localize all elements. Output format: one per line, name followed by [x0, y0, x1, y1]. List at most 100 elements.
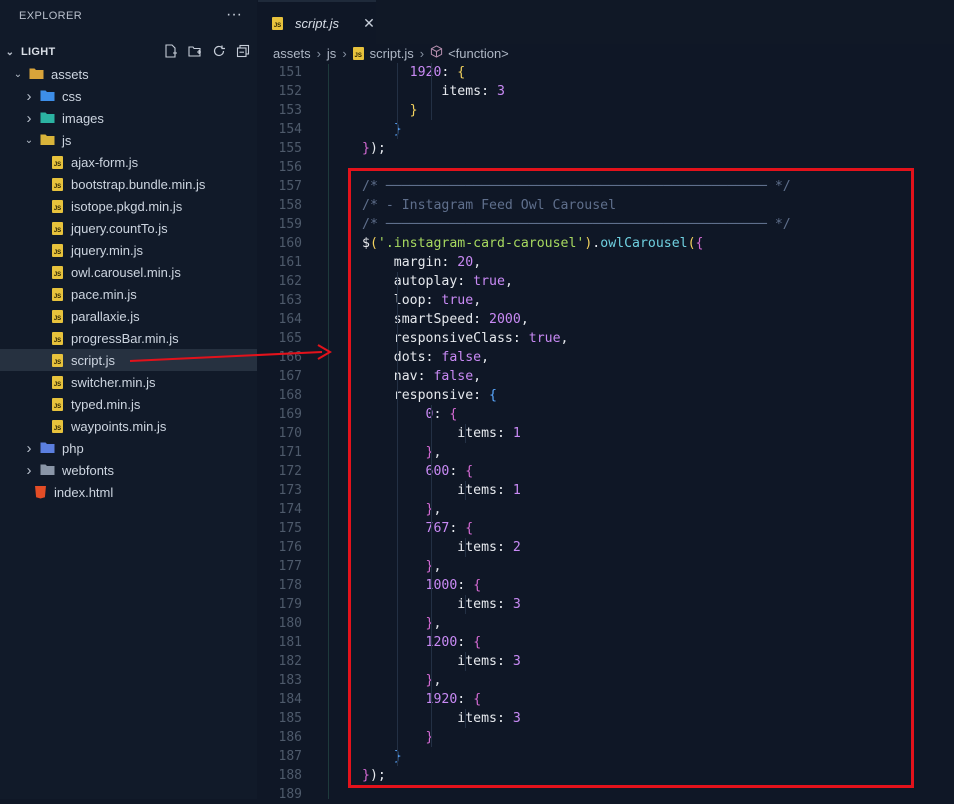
breadcrumb-script-js[interactable]: script.js: [369, 45, 414, 61]
tree-item-label: switcher.min.js: [71, 374, 156, 390]
indent-guide: [465, 709, 466, 728]
css-folder-icon: [40, 89, 55, 103]
code-text: autoplay: true,: [362, 274, 513, 289]
line-number: 163: [278, 293, 302, 308]
code-line: 163 loop: true,: [258, 291, 954, 310]
code-line: 182 items: 3: [258, 652, 954, 671]
code-text: }: [425, 730, 434, 745]
code-line: 153 }: [258, 101, 954, 120]
code-text: /* ─────────────────────────────────────…: [362, 217, 791, 232]
folder-item[interactable]: ›images: [0, 107, 257, 129]
code-line: 167 nav: false,: [258, 367, 954, 386]
line-number: 178: [278, 578, 302, 593]
code-text: items: 3: [362, 711, 521, 726]
close-tab-icon[interactable]: ✕: [363, 14, 375, 31]
file-item[interactable]: index.html: [0, 481, 257, 503]
tree-item-label: js: [62, 132, 72, 148]
php-folder-icon: [40, 441, 55, 455]
folder-item[interactable]: ⌄js: [0, 129, 257, 151]
javascript-file-icon: JS: [52, 177, 63, 191]
line-number: 184: [278, 692, 302, 707]
code-text: items: 2: [362, 540, 521, 555]
indent-guide: [465, 538, 466, 557]
code-text: items: 3: [362, 654, 521, 669]
more-actions-icon[interactable]: ···: [226, 6, 242, 23]
code-line: 161 margin: 20,: [258, 253, 954, 272]
workspace-root[interactable]: ⌄ LIGHT: [0, 41, 257, 63]
chevron-right-icon: ›: [26, 439, 32, 457]
chevron-right-icon: ›: [26, 461, 32, 479]
line-number: 151: [278, 65, 302, 80]
breadcrumb-assets[interactable]: assets: [273, 45, 311, 61]
chevron-right-icon: ›: [26, 109, 32, 127]
code-text: });: [362, 768, 386, 783]
javascript-file-icon: JS: [52, 243, 63, 257]
folder-item[interactable]: › webfonts: [0, 459, 257, 481]
code-line: 155});: [258, 139, 954, 158]
line-number: 169: [278, 407, 302, 422]
code-text: items: 1: [362, 483, 521, 498]
line-number: 179: [278, 597, 302, 612]
line-number: 174: [278, 502, 302, 517]
code-text: /* - Instagram Feed Owl Carousel: [362, 198, 617, 213]
tree-item-label: webfonts: [62, 462, 115, 478]
code-line: 183 },: [258, 671, 954, 690]
collapse-all-icon[interactable]: [236, 44, 250, 58]
code-text: responsive: {: [362, 388, 497, 403]
code-text: },: [425, 445, 442, 460]
code-line: 160$('.instagram-card-carousel').owlCaro…: [258, 234, 954, 253]
line-number: 186: [278, 730, 302, 745]
indent-guide: [397, 63, 398, 139]
indent-guide: [465, 424, 466, 443]
code-line: 173 items: 1: [258, 481, 954, 500]
tab-script-js[interactable]: JS script.js ✕: [258, 0, 376, 44]
html-file-icon: [35, 485, 46, 499]
line-number: 173: [278, 483, 302, 498]
breadcrumb-function[interactable]: <function>: [448, 45, 509, 61]
refresh-icon[interactable]: [212, 44, 226, 58]
new-file-icon[interactable]: [164, 44, 178, 58]
code-line: 180 },: [258, 614, 954, 633]
line-number: 183: [278, 673, 302, 688]
indent-guide: [465, 595, 466, 614]
folder-item[interactable]: ›php: [0, 437, 257, 459]
code-text: responsiveClass: true,: [362, 331, 569, 346]
tree-item-label: isotope.pkgd.min.js: [71, 198, 183, 214]
tree-item-label: script.js: [71, 352, 116, 368]
code-line: 164 smartSpeed: 2000,: [258, 310, 954, 329]
line-number: 162: [278, 274, 302, 289]
explorer-sidebar: EXPLORER ··· ⌄ LIGHT ⌄assets›css›images⌄…: [0, 0, 257, 799]
breadcrumb-js[interactable]: js: [326, 45, 337, 61]
line-number: 181: [278, 635, 302, 650]
new-folder-icon[interactable]: [188, 44, 202, 58]
gutter-divider: [328, 64, 329, 799]
code-text: 1920: {: [409, 65, 466, 80]
folder-item[interactable]: ›css: [0, 85, 257, 107]
line-number: 165: [278, 331, 302, 346]
code-line: 181 1200: {: [258, 633, 954, 652]
folder-item[interactable]: ⌄assets: [0, 63, 257, 85]
code-text: margin: 20,: [362, 255, 482, 270]
tree-item-label: assets: [51, 66, 89, 82]
code-line: 186 }: [258, 728, 954, 747]
code-line: 151 1920: {: [258, 63, 954, 82]
code-text: 1920: {: [425, 692, 482, 707]
code-text: },: [425, 616, 442, 631]
code-line: 185 items: 3: [258, 709, 954, 728]
indent-guide: [397, 272, 398, 766]
code-line: 189: [258, 785, 954, 804]
line-number: 188: [278, 768, 302, 783]
